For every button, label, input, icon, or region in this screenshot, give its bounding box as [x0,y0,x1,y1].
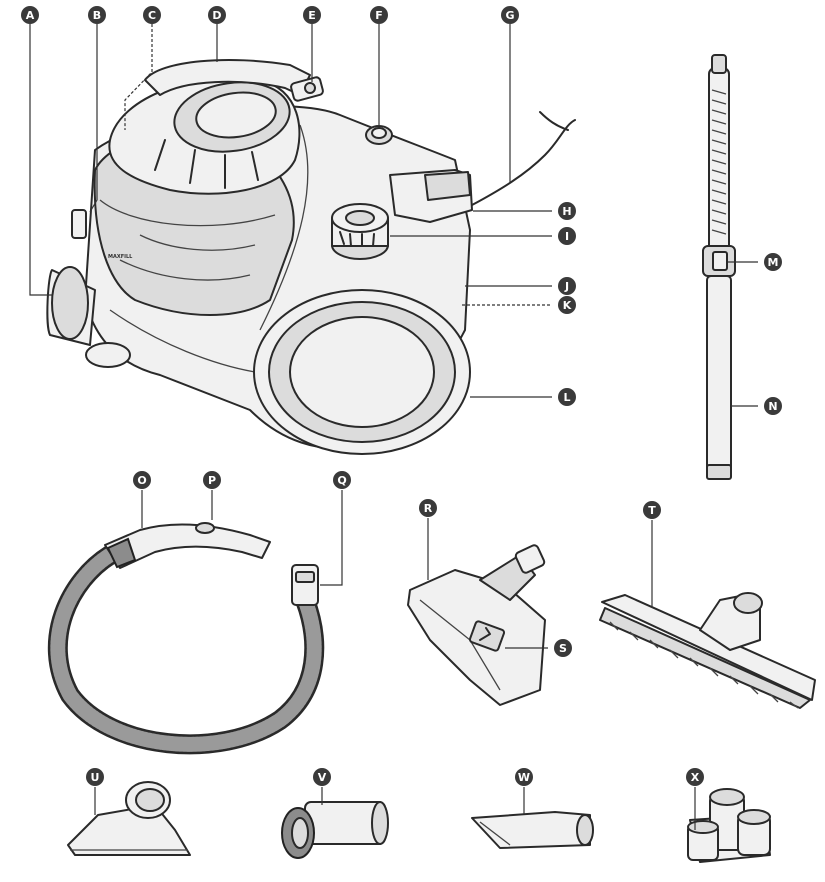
callout-label-l: L [563,391,570,404]
vacuum-main-body: MAXFILL [46,59,576,455]
callout-label-k: K [563,299,572,312]
crevice-nozzle [471,811,594,849]
upholstery-nozzle [67,781,191,856]
callout-badge-u: U [86,768,104,786]
callout-label-a: A [26,9,35,22]
callout-label-n: N [768,400,777,413]
callout-label-r: R [424,502,433,515]
callout-badge-l: L [558,388,576,406]
telescopic-tube [702,54,736,480]
body-brand-text: MAXFILL [108,254,133,260]
callout-badge-e: E [303,6,321,24]
callout-badge-m: M [764,253,782,271]
callout-label-o: O [137,474,146,487]
callout-badge-o: O [133,471,151,489]
callout-badge-q: Q [333,471,351,489]
callout-badge-b: B [88,6,106,24]
callout-badge-t: T [643,501,661,519]
callout-badge-f: F [370,6,388,24]
callout-badge-h: H [558,202,576,220]
callout-badge-c: C [143,6,161,24]
callout-label-e: E [308,9,316,22]
callout-badge-i: I [558,227,576,245]
dusting-brush [281,801,389,859]
callout-badge-p: P [203,471,221,489]
callout-label-p: P [208,474,216,487]
callout-badge-a: A [21,6,39,24]
callout-badge-d: D [208,6,226,24]
callout-label-w: W [518,771,530,784]
callout-badge-j: J [558,277,576,295]
callout-badge-w: W [515,768,533,786]
callout-label-x: X [691,771,700,784]
callout-badge-r: R [419,499,437,517]
callout-label-m: M [768,256,779,269]
callout-badges: A B C D E F G HI JK L M N O P Q R S T U V W X [21,6,782,786]
callout-label-v: V [318,771,327,784]
callout-badge-x: X [686,768,704,786]
callout-label-i: I [565,230,569,243]
callout-badge-k: K [558,296,576,314]
wide-floor-brush [599,592,816,709]
callout-badge-s: S [554,639,572,657]
callout-label-h: H [562,205,571,218]
callout-label-d: D [212,9,221,22]
callout-label-t: T [648,504,656,517]
tool-holder-clip [687,788,771,863]
callout-badge-n: N [764,397,782,415]
carpet-floor-nozzle [407,544,546,706]
flexible-hose [47,522,325,755]
callout-label-f: F [375,9,383,22]
callout-label-c: C [148,9,156,22]
callout-label-j: J [564,280,569,293]
leader-lines [29,24,758,830]
callout-label-s: S [559,642,567,655]
callout-badge-v: V [313,768,331,786]
callout-label-g: G [505,9,514,22]
callout-badge-g: G [501,6,519,24]
callout-label-b: B [93,9,101,22]
callout-label-u: U [91,771,100,784]
callout-label-q: Q [337,474,346,487]
